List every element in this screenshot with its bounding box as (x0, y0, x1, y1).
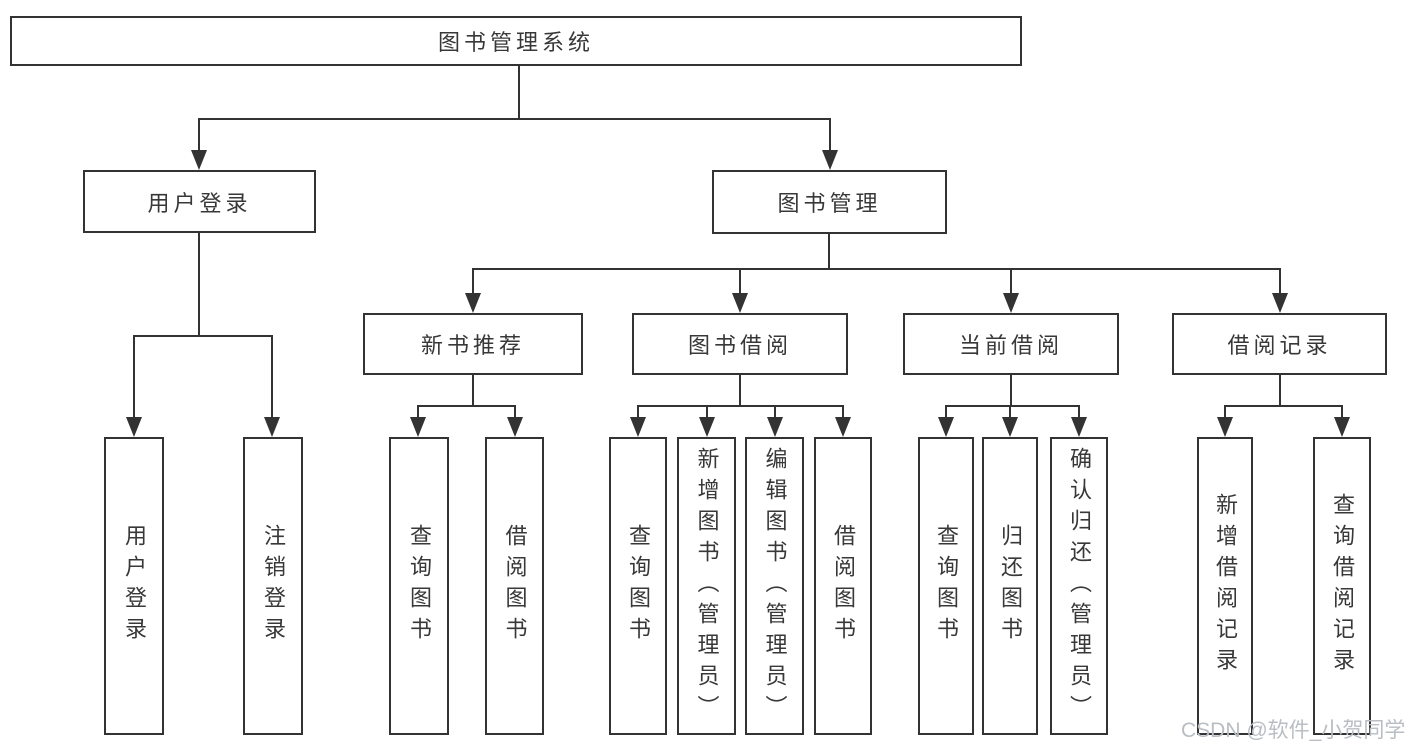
arrowhead (630, 417, 646, 437)
leaf-user-login-label: 用户登录 (122, 524, 147, 648)
leaf-add-borrow-record-label: 新增借阅记录 (1213, 493, 1238, 679)
connector-currentborrow-to-leaves (945, 374, 1080, 420)
leaf-add-borrow-record: 新增借阅记录 (1197, 437, 1253, 735)
node-borrow-record: 借阅记录 (1172, 313, 1387, 375)
node-root: 图书管理系统 (10, 16, 1022, 66)
arrowhead (699, 417, 715, 437)
arrowhead (732, 293, 748, 313)
node-user-login: 用户登录 (83, 170, 316, 233)
connector-root-to-level2 (198, 66, 831, 152)
connector-borrowrecord-to-leaves (1224, 374, 1343, 420)
connector-bookmgmt-to-level3 (472, 234, 1281, 296)
leaf-logout-label: 注销登录 (261, 524, 286, 648)
arrowhead (410, 417, 426, 437)
leaf-borrow-book-1-label: 借阅图书 (502, 524, 528, 648)
arrowhead (465, 293, 481, 313)
arrowhead (1003, 293, 1019, 313)
node-new-book-recommend: 新书推荐 (363, 313, 583, 375)
leaf-query-book-2: 查询图书 (609, 437, 667, 735)
leaf-query-borrow-record: 查询借阅记录 (1313, 437, 1371, 735)
leaf-borrow-book-2-label: 借阅图书 (831, 524, 856, 648)
node-book-management-label: 图书管理 (777, 191, 882, 216)
leaf-return-book-label: 归还图书 (998, 524, 1023, 648)
arrowhead (1272, 293, 1288, 313)
leaf-query-book-2-label: 查询图书 (626, 524, 651, 648)
arrowhead (1071, 417, 1087, 437)
node-current-borrow-label: 当前借阅 (958, 333, 1063, 358)
leaf-query-book-3: 查询图书 (918, 437, 974, 735)
arrowhead (822, 150, 838, 170)
leaf-confirm-return-admin: 确认归还（管理员） (1050, 437, 1108, 735)
node-book-borrow-label: 图书借阅 (687, 333, 792, 358)
leaf-confirm-return-admin-label: 确认归还（管理员） (1067, 446, 1092, 726)
leaf-add-book-admin: 新增图书（管理员） (677, 437, 736, 735)
node-book-borrow: 图书借阅 (632, 313, 848, 375)
node-borrow-record-label: 借阅记录 (1227, 333, 1332, 358)
leaf-logout: 注销登录 (243, 437, 303, 735)
arrowhead (264, 417, 280, 437)
connector-bookborrow-to-leaves (637, 374, 844, 420)
leaf-query-book-1: 查询图书 (389, 437, 449, 735)
node-book-management: 图书管理 (712, 170, 947, 234)
arrowhead (507, 417, 523, 437)
leaf-edit-book-admin: 编辑图书（管理员） (745, 437, 804, 735)
leaf-edit-book-admin-label: 编辑图书（管理员） (762, 446, 788, 726)
node-current-borrow: 当前借阅 (903, 313, 1119, 375)
connector-newbook-to-leaves (417, 374, 516, 420)
arrowhead (1002, 417, 1018, 437)
leaf-query-book-3-label: 查询图书 (934, 524, 959, 648)
leaf-borrow-book-2: 借阅图书 (814, 437, 872, 735)
connector-userlogin-to-leaves (133, 232, 273, 420)
node-user-login-label: 用户登录 (147, 190, 252, 216)
arrowhead (191, 150, 207, 170)
arrowhead (767, 417, 783, 437)
leaf-query-book-1-label: 查询图书 (407, 524, 432, 648)
arrowhead (1334, 417, 1350, 437)
leaf-user-login: 用户登录 (104, 437, 164, 735)
node-new-book-recommend-label: 新书推荐 (420, 333, 525, 358)
leaf-borrow-book-1: 借阅图书 (485, 437, 544, 735)
arrowhead (938, 417, 954, 437)
leaf-return-book: 归还图书 (982, 437, 1038, 735)
arrowhead (126, 417, 142, 437)
node-root-label: 图书管理系统 (437, 30, 594, 55)
leaf-add-book-admin-label: 新增图书（管理员） (694, 446, 720, 726)
arrowhead (1217, 417, 1233, 437)
arrowhead (835, 417, 851, 437)
leaf-query-borrow-record-label: 查询借阅记录 (1330, 493, 1355, 679)
csdn-watermark: CSDN @软件_小贺同学 (1181, 719, 1405, 742)
